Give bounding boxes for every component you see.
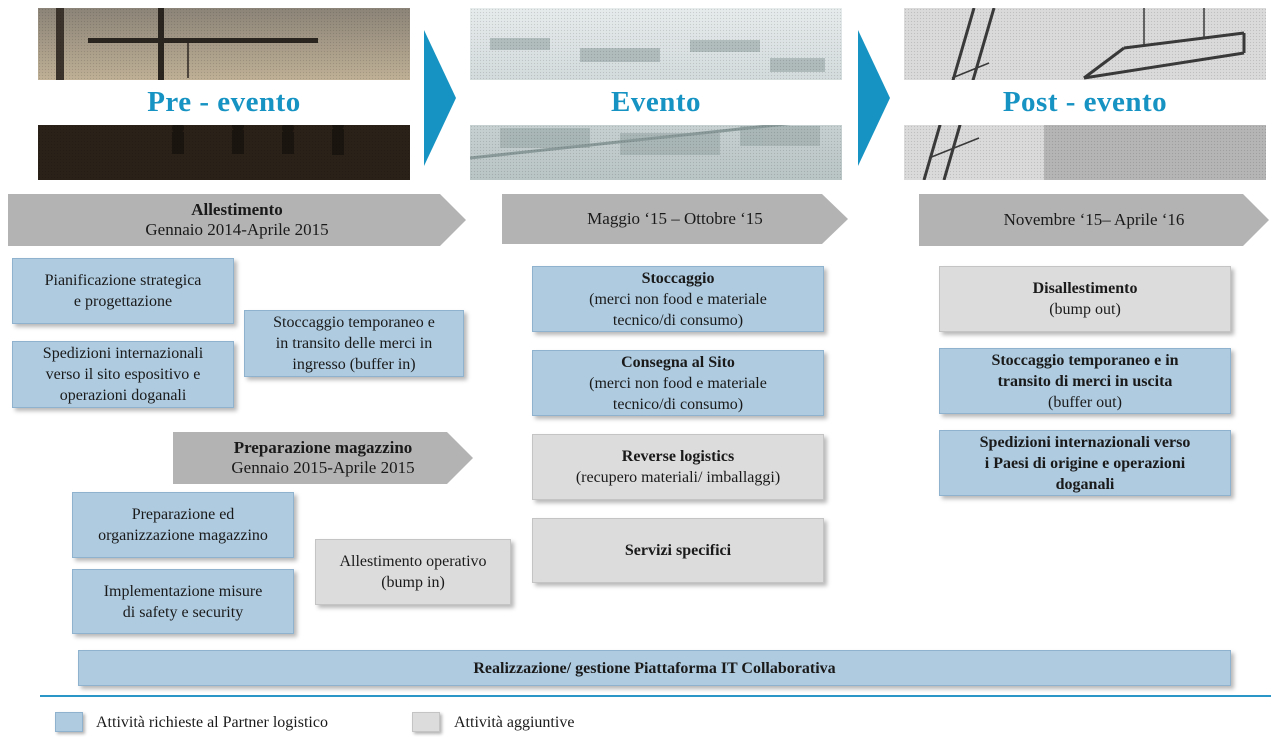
activity-reverse-logistics: Reverse logistics (recupero materiali/ i…	[532, 434, 824, 500]
allestimento-title: Allestimento	[191, 200, 283, 219]
post-evento-period: Novembre ‘15– Aprile ‘16	[1003, 210, 1185, 229]
activity-line: tecnico/di consumo)	[612, 395, 744, 413]
activity-line: Preparazione ed	[131, 506, 235, 523]
activity-spedizioni-ingresso: Spedizioni internazionali verso il sito …	[12, 341, 234, 408]
activity-line: Implementazione misure	[103, 582, 263, 600]
activity-stoccaggio-buffer-in: Stoccaggio temporaneo e in transito dell…	[244, 310, 464, 377]
phase-banner-event: Evento	[470, 8, 842, 180]
phase-title-pre: Pre - evento	[147, 86, 301, 118]
timeline-arrow-preparazione: Preparazione magazzino Gennaio 2015-Apri…	[173, 432, 473, 484]
preparazione-period: Gennaio 2015-Aprile 2015	[231, 458, 415, 477]
activity-allestimento-operativo: Allestimento operativo (bump in)	[315, 539, 511, 605]
chevron-right-icon	[424, 30, 456, 166]
activity-stoccaggio-buffer-out: Stoccaggio temporaneo e in transito di m…	[939, 348, 1231, 414]
legend-swatch-blue	[55, 712, 83, 732]
activity-line: (bump out)	[1049, 301, 1121, 318]
legend-label-grey: Attività aggiuntive	[454, 714, 575, 731]
activity-line: (buffer out)	[1048, 393, 1122, 411]
activity-line: Stoccaggio temporaneo e	[273, 314, 435, 331]
activity-line: Spedizioni internazionali	[42, 345, 204, 362]
activity-line: (merci non food e materiale	[589, 374, 767, 392]
activity-title: Stoccaggio	[641, 269, 715, 287]
activity-title: doganali	[1055, 475, 1115, 493]
activity-disallestimento: Disallestimento (bump out)	[939, 266, 1231, 332]
activity-line: Allestimento operativo	[339, 553, 487, 570]
activity-line: verso il sito espositivo e	[45, 366, 201, 383]
platform-label: Realizzazione/ gestione Piattaforma IT C…	[473, 659, 836, 677]
activity-spedizioni-uscita: Spedizioni internazionali verso i Paesi …	[939, 430, 1231, 496]
timeline-arrow-post-evento: Novembre ‘15– Aprile ‘16	[919, 194, 1269, 246]
timeline-arrow-allestimento: Allestimento Gennaio 2014-Aprile 2015	[8, 194, 466, 246]
allestimento-period: Gennaio 2014-Aprile 2015	[145, 220, 329, 239]
phase-title-post: Post - evento	[1002, 86, 1168, 118]
activity-safety-security: Implementazione misure di safety e secur…	[72, 569, 294, 634]
timeline-arrow-evento: Maggio ‘15 – Ottobre ‘15	[502, 194, 848, 244]
activity-title: transito di merci in uscita	[997, 372, 1173, 390]
activity-title: Servizi specifici	[624, 542, 732, 559]
phase-banner-post: Post - evento	[904, 8, 1266, 180]
activity-line: e progettazione	[73, 293, 173, 310]
activity-title: i Paesi di origine e operazioni	[984, 454, 1186, 472]
activity-line: in transito delle merci in	[275, 335, 433, 352]
activity-servizi-specifici: Servizi specifici	[532, 518, 824, 583]
phase-banner-pre: Pre - evento	[38, 8, 410, 180]
legend-label-blue: Attività richieste al Partner logistico	[96, 714, 328, 731]
preparazione-title: Preparazione magazzino	[233, 438, 413, 457]
activity-line: (merci non food e materiale	[589, 290, 767, 308]
evento-period: Maggio ‘15 – Ottobre ‘15	[587, 209, 763, 228]
legend-divider	[40, 695, 1271, 697]
activity-title: Disallestimento	[1032, 280, 1138, 297]
activity-line: di safety e security	[122, 603, 244, 621]
activity-pianificazione: Pianificazione strategica e progettazion…	[12, 258, 234, 324]
platform-bar: Realizzazione/ gestione Piattaforma IT C…	[78, 650, 1231, 686]
legend-swatch-grey	[412, 712, 440, 732]
activity-title: Reverse logistics	[621, 448, 735, 465]
activity-line: tecnico/di consumo)	[612, 311, 744, 329]
activity-line: (recupero materiali/ imballaggi)	[575, 469, 781, 486]
phase-title-event: Evento	[611, 86, 701, 118]
activity-line: organizzazione magazzino	[98, 527, 268, 544]
activity-line: (bump in)	[381, 574, 445, 591]
chevron-right-icon	[858, 30, 890, 166]
activity-title: Stoccaggio temporaneo e in	[991, 351, 1179, 369]
activity-line: ingresso (buffer in)	[292, 356, 416, 373]
activity-line: Pianificazione strategica	[44, 272, 202, 289]
activity-title: Spedizioni internazionali verso	[979, 433, 1191, 451]
activity-stoccaggio: Stoccaggio (merci non food e materiale t…	[532, 266, 824, 332]
activity-title: Consegna al Sito	[621, 353, 735, 371]
activity-consegna-sito: Consegna al Sito (merci non food e mater…	[532, 350, 824, 416]
activity-line: operazioni doganali	[59, 387, 187, 404]
activity-preparazione-magazzino: Preparazione ed organizzazione magazzino	[72, 492, 294, 558]
